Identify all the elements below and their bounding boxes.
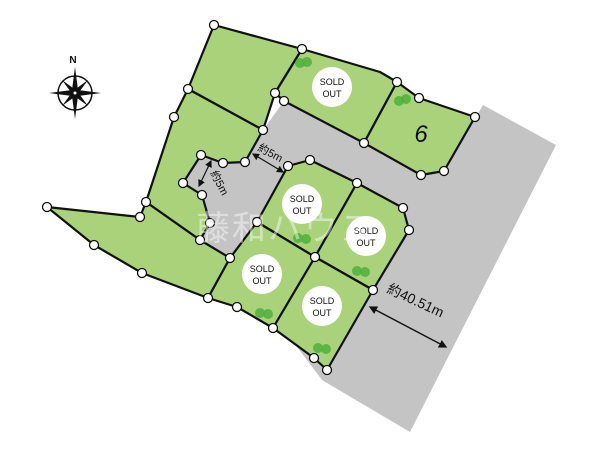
boundary-marker bbox=[195, 149, 207, 161]
boundary-marker bbox=[367, 284, 379, 296]
boundary-marker bbox=[208, 19, 220, 31]
lot-mid-left[interactable] bbox=[144, 87, 265, 242]
watermark: 藤和ハウス bbox=[196, 209, 376, 249]
boundary-marker bbox=[267, 322, 279, 334]
boundary-marker bbox=[351, 177, 363, 189]
boundary-marker bbox=[257, 124, 269, 136]
boundary-marker bbox=[269, 87, 281, 99]
boundary-markers bbox=[41, 19, 481, 376]
boundary-marker bbox=[391, 76, 403, 88]
boundary-marker bbox=[469, 111, 481, 123]
sold-badge: SOLD OUT bbox=[282, 184, 322, 224]
dimension-arrow bbox=[368, 306, 448, 348]
boundary-marker bbox=[397, 202, 409, 214]
boundary-marker bbox=[168, 111, 180, 123]
boundary-marker bbox=[309, 251, 321, 263]
tree-icons bbox=[255, 57, 411, 354]
svg-text:SOLD: SOLD bbox=[310, 296, 335, 306]
svg-text:OUT: OUT bbox=[293, 206, 313, 216]
svg-text:OUT: OUT bbox=[323, 89, 343, 99]
tree-icon bbox=[321, 344, 331, 354]
north-label: N bbox=[69, 55, 76, 66]
boundary-marker bbox=[136, 267, 148, 279]
boundary-marker bbox=[41, 201, 53, 213]
boundary-marker bbox=[403, 224, 415, 236]
tree-icon bbox=[293, 233, 303, 243]
boundary-marker bbox=[204, 217, 216, 229]
svg-text:OUT: OUT bbox=[313, 308, 333, 318]
tree-icon bbox=[313, 343, 323, 353]
tree-icon bbox=[263, 309, 273, 319]
svg-text:OUT: OUT bbox=[357, 238, 377, 248]
svg-text:SOLD: SOLD bbox=[290, 194, 315, 204]
boundary-marker bbox=[196, 189, 208, 201]
tree-icon bbox=[255, 308, 265, 318]
compass-rose-icon: N bbox=[49, 55, 101, 119]
tree-icon bbox=[301, 234, 311, 244]
boundary-marker bbox=[438, 165, 450, 177]
boundary-marker bbox=[296, 43, 308, 55]
sold-badge: SOLD OUT bbox=[242, 254, 282, 294]
boundary-marker bbox=[251, 216, 263, 228]
dimension-arrow bbox=[251, 153, 285, 173]
boundary-marker bbox=[278, 95, 290, 107]
boundary-marker bbox=[224, 252, 236, 264]
boundary-marker bbox=[321, 364, 333, 376]
tree-icon bbox=[401, 94, 411, 104]
svg-text:OUT: OUT bbox=[253, 276, 273, 286]
boundary-marker bbox=[88, 239, 100, 251]
boundary-marker bbox=[202, 292, 214, 304]
sold-badge: SOLD OUT bbox=[312, 67, 352, 107]
boundary-marker bbox=[217, 157, 229, 169]
boundary-marker bbox=[358, 137, 370, 149]
boundary-marker bbox=[282, 160, 294, 172]
dimension-arrow bbox=[198, 159, 212, 188]
boundary-marker bbox=[415, 169, 427, 181]
boundary-marker bbox=[140, 196, 152, 208]
boundary-marker bbox=[194, 234, 206, 246]
boundary-marker bbox=[231, 301, 243, 313]
sold-badge: SOLD OUT bbox=[302, 286, 342, 326]
lot-number: 6 bbox=[414, 121, 428, 148]
sold-badge: SOLD OUT bbox=[346, 216, 386, 256]
boundary-marker bbox=[308, 352, 320, 364]
tree-icon bbox=[352, 266, 362, 276]
svg-text:SOLD: SOLD bbox=[354, 226, 379, 236]
boundary-marker bbox=[413, 92, 425, 104]
boundary-marker bbox=[134, 211, 146, 223]
boundary-marker bbox=[304, 154, 316, 166]
svg-text:SOLD: SOLD bbox=[250, 264, 275, 274]
boundary-marker bbox=[182, 83, 194, 95]
svg-text:SOLD: SOLD bbox=[320, 77, 345, 87]
tree-icon bbox=[360, 267, 370, 277]
boundary-marker bbox=[239, 156, 251, 168]
tree-icon bbox=[302, 57, 312, 67]
boundary-marker bbox=[177, 177, 189, 189]
